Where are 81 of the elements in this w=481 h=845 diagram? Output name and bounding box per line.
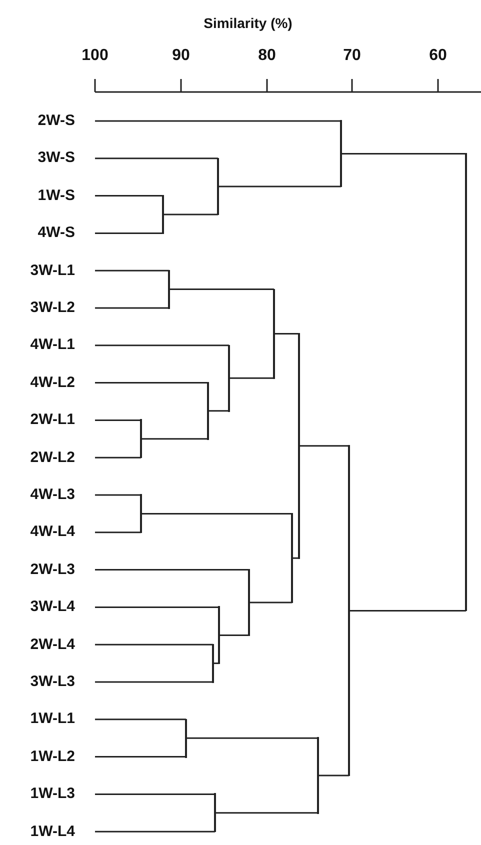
junction-line: [348, 445, 350, 776]
sample-label: 1W-L1: [10, 709, 95, 730]
tick-label: 60: [429, 47, 447, 65]
branch-line: [95, 830, 215, 832]
sample-label: 1W-L4: [10, 822, 95, 842]
branch-line: [219, 634, 249, 636]
junction-line: [218, 606, 220, 664]
tick-label: 90: [172, 47, 190, 65]
sample-label: 3W-L2: [10, 298, 95, 318]
junction-line: [465, 152, 467, 612]
tick-label: 80: [258, 47, 276, 65]
junction-line: [140, 494, 142, 534]
branch-line: [95, 718, 186, 720]
branch-line: [95, 569, 249, 571]
branch-line: [163, 214, 218, 216]
branch-line: [95, 456, 141, 458]
sample-label: 4W-L2: [10, 372, 95, 393]
branch-line: [95, 494, 141, 496]
sample-label: 2W-L1: [10, 410, 95, 430]
junction-line: [162, 195, 164, 234]
branch-line: [341, 152, 466, 154]
sample-label: 1W-S: [10, 186, 95, 206]
sample-label: 2W-S: [10, 111, 95, 131]
junction-line: [340, 120, 342, 188]
junction-line: [168, 270, 170, 309]
branch-line: [274, 332, 299, 334]
junction-line: [291, 512, 293, 604]
branch-line: [299, 445, 349, 447]
branch-line: [218, 186, 341, 188]
branch-line: [349, 610, 466, 612]
branch-line: [95, 344, 229, 346]
junction-line: [207, 382, 209, 440]
branch-line: [186, 737, 318, 739]
sample-label: 3W-L3: [10, 672, 95, 692]
sample-label: 4W-L3: [10, 485, 95, 505]
branch-line: [318, 774, 349, 776]
branch-line: [95, 158, 218, 160]
sample-label: 1W-L3: [10, 784, 95, 804]
branch-line: [95, 120, 341, 122]
sample-label: 2W-L3: [10, 560, 95, 580]
branch-line: [95, 270, 169, 272]
branch-line: [95, 756, 186, 758]
junction-line: [185, 718, 187, 758]
junction-line: [212, 644, 214, 683]
sample-label: 3W-S: [10, 148, 95, 168]
tick-label: 100: [82, 47, 108, 65]
sample-label: 4W-L4: [10, 522, 95, 542]
sample-label: 2W-L2: [10, 448, 95, 468]
junction-line: [273, 288, 275, 379]
junction-line: [217, 158, 219, 216]
branch-line: [169, 288, 274, 290]
sample-label: 3W-L1: [10, 260, 95, 281]
junction-line: [298, 332, 300, 559]
branch-line: [215, 812, 318, 814]
branch-line: [141, 512, 292, 514]
branch-line: [208, 410, 229, 412]
junction-line: [228, 344, 230, 412]
branch-line: [95, 532, 141, 534]
junction-line: [140, 419, 142, 458]
tick-label: 70: [343, 47, 361, 65]
branch-line: [141, 438, 208, 440]
branch-line: [95, 419, 141, 421]
branch-line: [95, 606, 219, 608]
branch-line: [249, 602, 292, 604]
branch-line: [95, 382, 208, 384]
junction-line: [248, 569, 250, 636]
branch-line: [95, 681, 213, 683]
branch-line: [95, 644, 213, 646]
axis-title: Similarity (%): [204, 15, 292, 31]
branch-line: [229, 377, 274, 379]
branch-line: [95, 793, 215, 795]
sample-label: 3W-L4: [10, 597, 95, 618]
junction-line: [317, 737, 319, 814]
sample-label: 2W-L4: [10, 634, 95, 655]
branch-line: [95, 195, 163, 197]
sample-label: 4W-L1: [10, 335, 95, 356]
junction-line: [214, 793, 216, 832]
sample-label: 1W-L2: [10, 746, 95, 767]
branch-line: [95, 307, 169, 309]
sample-label: 4W-S: [10, 223, 95, 244]
branch-line: [95, 232, 163, 234]
